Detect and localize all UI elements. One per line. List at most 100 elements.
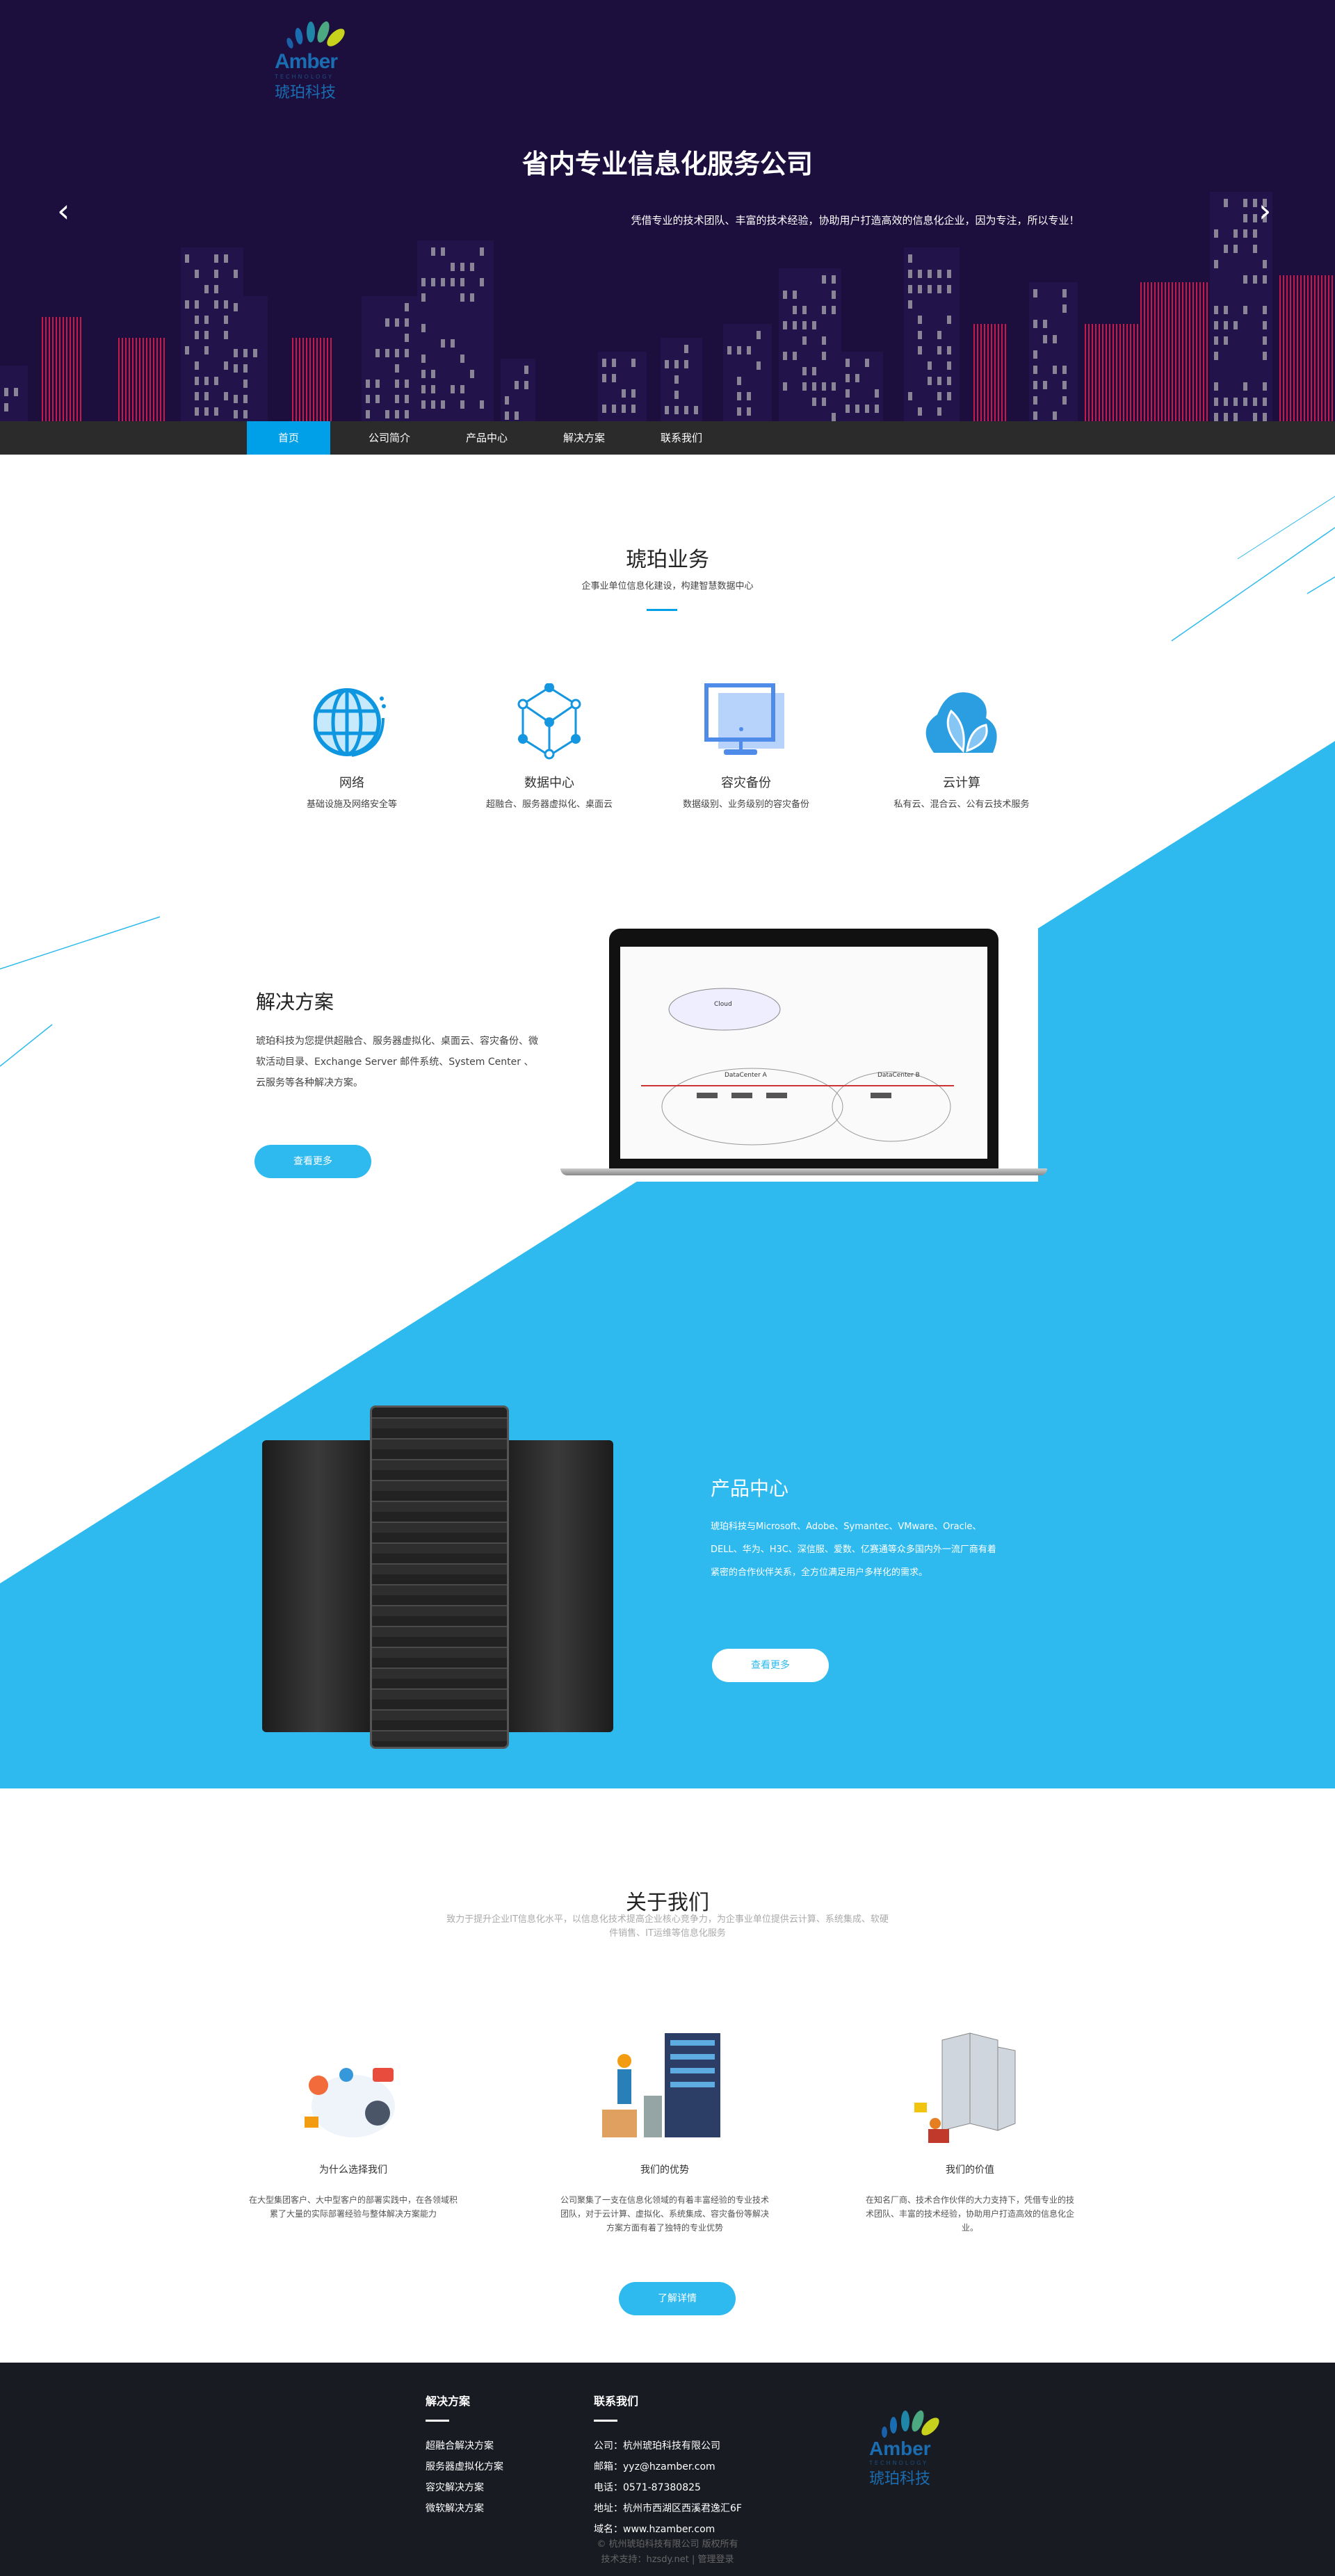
about-title: 关于我们: [626, 1891, 709, 1915]
logo-petals-icon: [882, 2410, 939, 2438]
footer: 解决方案 超融合解决方案 服务器虚拟化方案 容灾解决方案 微软解决方案 联系我们…: [0, 2363, 1335, 2576]
contact-domain[interactable]: 域名：www.hzamber.com: [594, 2524, 715, 2535]
products-more-button[interactable]: 查看更多: [712, 1649, 829, 1682]
divider: [594, 2420, 617, 2422]
support-link[interactable]: 技术支持：hzsdy.net: [601, 2554, 689, 2565]
footer-contact-title: 联系我们: [594, 2395, 639, 2408]
building: [1279, 275, 1335, 421]
about-item-value: 我们的价值 在知名厂商、技术合作伙伴的大力支持下，凭借专业的技术团队、丰富的技术…: [866, 2019, 1074, 2235]
copyright: © 杭州琥珀科技有限公司 版权所有: [597, 2539, 738, 2550]
separator: |: [692, 2554, 695, 2565]
laptop-image: Cloud DataCenter A DataCenter B: [560, 929, 1047, 1182]
business-subtitle: 企事业单位信息化建设，构建智慧数据中心: [581, 581, 754, 592]
logo[interactable]: Amber TECHNOLOGY 琥珀科技: [275, 15, 358, 102]
building: [292, 338, 334, 421]
building: [501, 359, 535, 421]
business-item-desc: 超融合、服务器虚拟化、桌面云: [485, 799, 613, 810]
building: [973, 324, 1008, 421]
learn-more-button[interactable]: 了解详情: [619, 2282, 736, 2315]
next-slide-arrow-icon[interactable]: ›: [1259, 192, 1272, 229]
hero-subtitle: 凭借专业的技术团队、丰富的技术经验，协助用户打造高效的信息化企业，因为专注，所以…: [631, 214, 1080, 227]
network-cube-icon: [517, 683, 581, 760]
server-rack-image: [262, 1405, 613, 1749]
business-item-cloud[interactable]: 云计算 私有云、混合云、公有云技术服务: [857, 680, 1066, 810]
diagram-label: Cloud: [714, 1001, 732, 1008]
building: [723, 324, 772, 421]
building: [362, 296, 417, 421]
logo-sub: TECHNOLOGY: [869, 2460, 928, 2466]
nav-contact[interactable]: 联系我们: [660, 432, 702, 444]
logo-cn: 琥珀科技: [869, 2470, 931, 2488]
contact-email[interactable]: 邮箱：yyz@hzamber.com: [594, 2461, 715, 2472]
business-item-title: 数据中心: [524, 776, 574, 790]
building: [904, 247, 960, 421]
business-item-title: 容灾备份: [721, 776, 771, 790]
building: [118, 338, 167, 421]
business-item-desc: 基础设施及网络安全等: [306, 799, 397, 810]
about-item-desc: 公司聚集了一支在信息化领域的有着丰富经验的专业技术团队，对于云计算、虚拟化、系统…: [560, 2195, 770, 2233]
business-item-desc: 私有云、混合云、公有云技术服务: [893, 799, 1030, 810]
diagram-label: DataCenter A: [725, 1072, 767, 1079]
logo-petals-icon: [286, 21, 345, 49]
logo-text: Amber: [275, 50, 338, 73]
business-item-desc: 数据级别、业务级别的容灾备份: [682, 799, 809, 810]
contact-company: 公司：杭州琥珀科技有限公司: [594, 2440, 720, 2452]
logo-text: Amber: [869, 2438, 931, 2459]
footer-link[interactable]: 微软解决方案: [426, 2503, 484, 2514]
footer-solutions-title: 解决方案: [426, 2395, 471, 2408]
about-item-title: 为什么选择我们: [319, 2165, 387, 2176]
business-title: 琥珀业务: [626, 548, 709, 572]
solutions-more-button[interactable]: 查看更多: [254, 1145, 371, 1178]
logo-sub: TECHNOLOGY: [275, 74, 334, 80]
why-illustration-icon: [305, 2068, 395, 2137]
business-item-backup[interactable]: 容灾备份 数据级别、业务级别的容灾备份: [642, 680, 850, 810]
solutions-title: 解决方案: [256, 991, 334, 1013]
contact-address: 地址：杭州市西湖区西溪君逸汇6F: [594, 2503, 742, 2514]
nav-solutions[interactable]: 解决方案: [563, 432, 605, 444]
about-item-why: 为什么选择我们 在大型集团客户、大中型客户的部署实践中，在各领域积累了大量的实际…: [249, 2019, 458, 2221]
business-item-title: 云计算: [943, 776, 980, 790]
footer-logo: Amber TECHNOLOGY 琥珀科技: [869, 2404, 960, 2488]
support-line: 技术支持：hzsdy.net | 管理登录: [0, 2552, 1335, 2565]
about-item-advantage: 我们的优势 公司聚集了一支在信息化领域的有着丰富经验的专业技术团队，对于云计算、…: [560, 2019, 769, 2235]
about-item-desc: 在知名厂商、技术合作伙伴的大力支持下，凭借专业的技术团队、丰富的技术经验，协助用…: [866, 2195, 1075, 2233]
hero-title: 省内专业信息化服务公司: [521, 149, 813, 179]
footer-contact: 联系我们 公司：杭州琥珀科技有限公司 邮箱：yyz@hzamber.com 电话…: [594, 2392, 742, 2540]
building: [1140, 282, 1217, 421]
divider: [426, 2420, 449, 2422]
building: [779, 268, 841, 421]
building: [417, 241, 494, 421]
nav-about[interactable]: 公司简介: [368, 432, 410, 444]
admin-login-link[interactable]: 管理登录: [697, 2554, 734, 2565]
diagram-label: DataCenter B: [877, 1072, 920, 1079]
title-underline: [647, 609, 677, 611]
footer-link[interactable]: 容灾解决方案: [426, 2482, 484, 2493]
footer-link[interactable]: 超融合解决方案: [426, 2440, 494, 2452]
nav-products[interactable]: 产品中心: [465, 432, 508, 444]
business-item-datacenter[interactable]: 数据中心 超融合、服务器虚拟化、桌面云: [445, 680, 654, 810]
about-item-title: 我们的价值: [946, 2165, 994, 2176]
about-subtitle: 致力于提升企业IT信息化水平，以信息化技术提高企业核心竞争力，为企事业单位提供云…: [446, 1914, 889, 1939]
cloud-icon: [925, 692, 997, 753]
footer-link[interactable]: 服务器虚拟化方案: [426, 2461, 503, 2472]
logo-cn: 琥珀科技: [275, 84, 337, 101]
advantage-illustration-icon: [602, 2033, 720, 2137]
products-title: 产品中心: [711, 1477, 789, 1500]
solutions-text: 琥珀科技为您提供超融合、服务器虚拟化、桌面云、容灾备份、微软活动目录、Excha…: [256, 1036, 538, 1089]
hero-banner: Amber TECHNOLOGY 琥珀科技 省内专业信息化服务公司 凭借专业的技…: [0, 0, 1335, 421]
business-item-network[interactable]: 网络 基础设施及网络安全等: [248, 680, 456, 810]
solution-diagram: Cloud DataCenter A DataCenter B: [620, 947, 987, 1159]
nav-home[interactable]: 首页: [247, 421, 330, 455]
prev-slide-arrow-icon[interactable]: ‹: [57, 192, 70, 229]
business-item-title: 网络: [339, 776, 364, 790]
value-illustration-icon: [914, 2032, 1016, 2143]
products-text: 琥珀科技与Microsoft、Adobe、Symantec、VMware、Ora…: [711, 1522, 996, 1578]
about-item-title: 我们的优势: [640, 2165, 689, 2176]
contact-phone: 电话：0571-87380825: [594, 2482, 701, 2493]
monitor-icon: [704, 683, 784, 755]
building: [42, 317, 83, 421]
footer-solutions: 解决方案 超融合解决方案 服务器虚拟化方案 容灾解决方案 微软解决方案: [426, 2392, 503, 2519]
globe-icon: [314, 688, 386, 757]
main-nav: 首页 公司简介 产品中心 解决方案 联系我们: [0, 421, 1335, 455]
building: [1210, 192, 1272, 421]
